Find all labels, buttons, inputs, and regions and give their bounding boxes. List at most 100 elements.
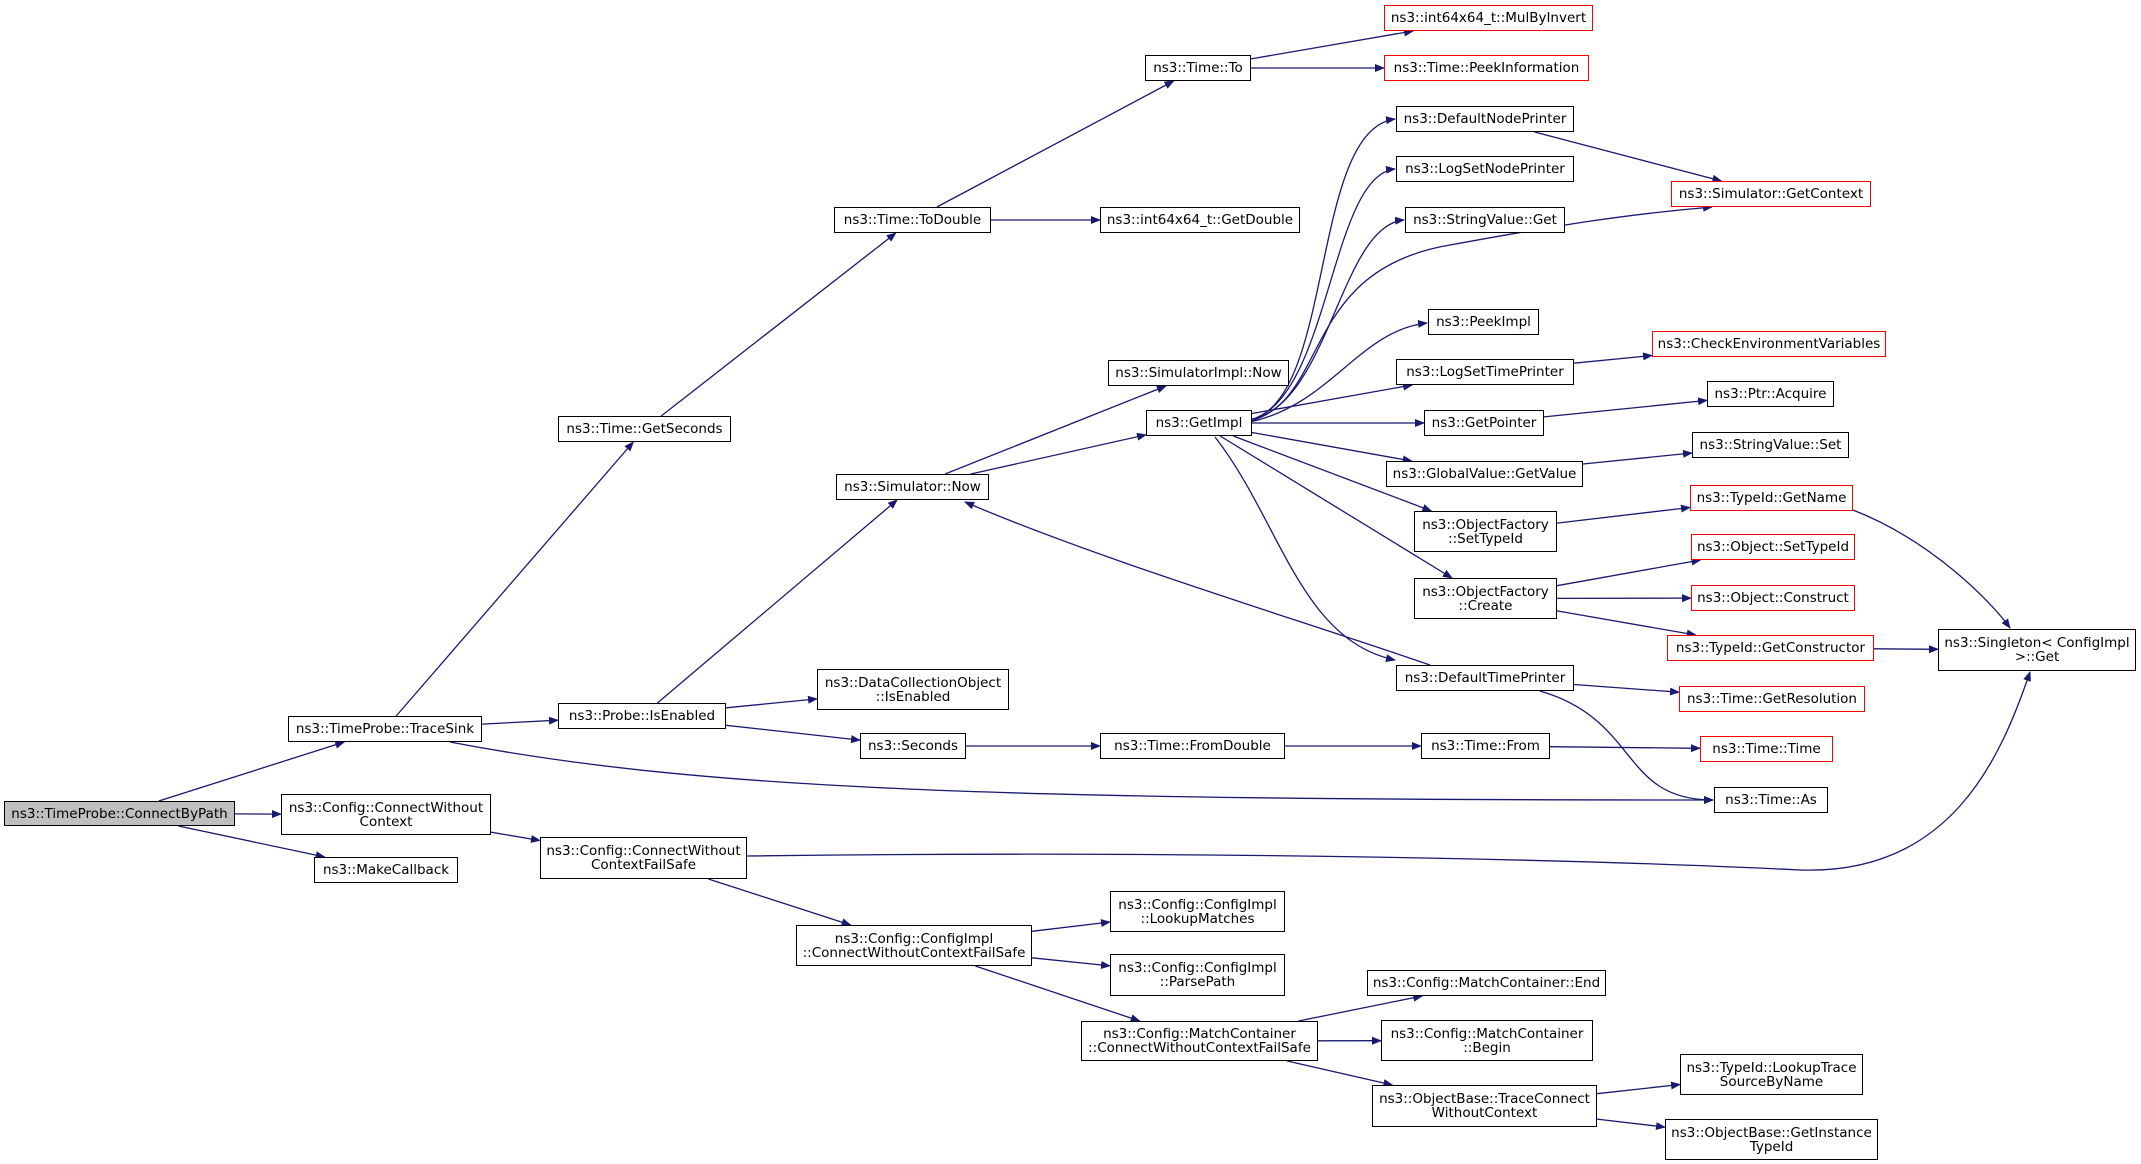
node-from[interactable]: ns3::Time::From — [1421, 733, 1550, 759]
node-label-line: ns3::PeekImpl — [1436, 314, 1531, 330]
edge-getimpl-to-gvgetvalue — [1251, 431, 1413, 464]
node-typeidgetname[interactable]: ns3::TypeId::GetName — [1690, 485, 1853, 511]
edge-simnow-to-simimplnow — [944, 385, 1167, 475]
edge-cwc-to-cwcfs — [490, 831, 541, 843]
node-label-line: ns3::Config::ConnectWithout — [288, 799, 484, 816]
edge-cicwcfs-to-cilookup — [1031, 919, 1111, 932]
node-label-line: ns3::Time::FromDouble — [1114, 738, 1271, 754]
edge-cicwcfs-to-mccwcfs — [975, 965, 1141, 1022]
node-label-line: ns3::CheckEnvironmentVariables — [1657, 336, 1881, 352]
node-seconds[interactable]: ns3::Seconds — [860, 733, 966, 759]
edge-simnow-to-getimpl — [970, 432, 1147, 475]
node-label-line: ns3::Object::SetTypeId — [1696, 539, 1850, 555]
node-getdouble[interactable]: ns3::int64x64_t::GetDouble — [1100, 207, 1300, 233]
edge-todouble-to-to — [936, 80, 1175, 208]
node-defnodeprinter[interactable]: ns3::DefaultNodePrinter — [1396, 106, 1574, 132]
edge-typeidgetname-to-singletonget — [1852, 509, 2011, 629]
node-label-line: ns3::ObjectFactory — [1422, 516, 1549, 533]
node-label-line: ns3::Config::ConnectWithout — [546, 843, 741, 859]
edge-tracesink-to-isenabled — [481, 716, 559, 725]
node-label-line: ns3::Probe::IsEnabled — [568, 708, 716, 724]
node-singletonget[interactable]: ns3::Singleton< ConfigImpl >::Get — [1938, 629, 2136, 671]
node-label-line: ns3::DataCollectionObject — [824, 674, 1002, 691]
edge-getimpl-to-ofsettypeid — [1233, 435, 1433, 512]
node-typeidgetctor[interactable]: ns3::TypeId::GetConstructor — [1667, 635, 1874, 661]
node-objsettypeid[interactable]: ns3::Object::SetTypeId — [1691, 534, 1855, 560]
node-getseconds[interactable]: ns3::Time::GetSeconds — [558, 416, 731, 442]
node-ciparse[interactable]: ns3::Config::ConfigImpl::ParsePath — [1110, 954, 1285, 996]
node-ofsettypeid[interactable]: ns3::ObjectFactory::SetTypeId — [1414, 511, 1557, 552]
edge-getimpl-to-deftimeprinter — [1214, 436, 1396, 663]
node-label-line: Context — [359, 813, 413, 830]
node-mcbegin[interactable]: ns3::Config::MatchContainer::Begin — [1381, 1020, 1593, 1061]
node-label-line: ns3::Config::MatchContainer::End — [1372, 975, 1601, 991]
edge-getimpl-to-defnodeprinter — [1249, 116, 1396, 421]
node-label-line: ns3::Ptr::Acquire — [1714, 386, 1827, 402]
edge-cwcfs-to-cicwcfs — [708, 878, 852, 927]
node-todouble[interactable]: ns3::Time::ToDouble — [834, 207, 991, 233]
node-timegetres[interactable]: ns3::Time::GetResolution — [1679, 686, 1865, 712]
edge-mccwcfs-to-mcend — [1298, 993, 1424, 1022]
node-objconstruct[interactable]: ns3::Object::Construct — [1691, 585, 1855, 611]
node-stringvalueset[interactable]: ns3::StringValue::Set — [1692, 432, 1849, 458]
edge-deftimeprinter-to-simnow — [964, 501, 1431, 666]
edge-getseconds-to-todouble — [660, 232, 897, 417]
node-label-line: ::IsEnabled — [875, 688, 951, 705]
node-label-line: ns3::TimeProbe::TraceSink — [295, 721, 475, 737]
node-getimpl[interactable]: ns3::GetImpl — [1146, 410, 1252, 436]
node-label-line: ns3::Seconds — [868, 738, 958, 754]
node-simnow[interactable]: ns3::Simulator::Now — [836, 474, 989, 500]
node-label-line: ns3::Time::To — [1153, 60, 1243, 76]
node-peekimpl[interactable]: ns3::PeekImpl — [1428, 309, 1539, 335]
node-tracesink[interactable]: ns3::TimeProbe::TraceSink — [288, 716, 482, 742]
node-isenabled[interactable]: ns3::Probe::IsEnabled — [558, 703, 726, 729]
node-label-line: ns3::StringValue::Get — [1413, 212, 1557, 228]
node-label-line: ::ParsePath — [1159, 974, 1236, 990]
node-label-line: ::Create — [1458, 597, 1513, 614]
node-as[interactable]: ns3::Time::As — [1714, 787, 1828, 813]
node-deftimeprinter[interactable]: ns3::DefaultTimePrinter — [1396, 665, 1574, 691]
node-mcend[interactable]: ns3::Config::MatchContainer::End — [1367, 970, 1606, 996]
node-makecb[interactable]: ns3::MakeCallback — [314, 857, 458, 883]
node-stringvalueget[interactable]: ns3::StringValue::Get — [1405, 207, 1565, 233]
node-getpointer[interactable]: ns3::GetPointer — [1424, 410, 1544, 436]
node-label-line: ns3::TypeId::GetConstructor — [1675, 640, 1866, 656]
node-cilookup[interactable]: ns3::Config::ConfigImpl::LookupMatches — [1110, 891, 1285, 932]
edge-obtrace-to-obgetinst — [1596, 1118, 1666, 1131]
node-mulbyinvert[interactable]: ns3::int64x64_t::MulByInvert — [1384, 5, 1593, 31]
node-logsettimeprinter[interactable]: ns3::LogSetTimePrinter — [1396, 359, 1574, 385]
node-peekinfo[interactable]: ns3::Time::PeekInformation — [1384, 55, 1589, 81]
node-simimplnow[interactable]: ns3::SimulatorImpl::Now — [1108, 360, 1289, 386]
node-label-line: ns3::Object::Construct — [1697, 590, 1849, 606]
node-label-line: ns3::MakeCallback — [322, 862, 450, 878]
node-checkenv[interactable]: ns3::CheckEnvironmentVariables — [1652, 331, 1886, 357]
node-mccwcfs[interactable]: ns3::Config::MatchContainer::ConnectWith… — [1081, 1021, 1318, 1061]
node-cicwcfs[interactable]: ns3::Config::ConfigImpl::ConnectWithoutC… — [796, 925, 1032, 966]
node-label-line: ns3::GetImpl — [1155, 415, 1243, 431]
node-ptracquire[interactable]: ns3::Ptr::Acquire — [1707, 381, 1834, 407]
node-label-line: ns3::TimeProbe::ConnectByPath — [11, 805, 228, 822]
node-timetime[interactable]: ns3::Time::Time — [1700, 736, 1833, 762]
edge-mccwcfs-to-obtrace — [1287, 1060, 1394, 1087]
node-ofcreate[interactable]: ns3::ObjectFactory::Create — [1414, 578, 1557, 619]
node-label-line: ::ConnectWithoutContextFailSafe — [802, 944, 1026, 961]
node-dcoisenabled[interactable]: ns3::DataCollectionObject::IsEnabled — [817, 669, 1009, 710]
node-fromdouble[interactable]: ns3::Time::FromDouble — [1100, 733, 1285, 759]
node-label-line: SourceByName — [1719, 1073, 1824, 1090]
edge-getpointer-to-ptracquire — [1543, 397, 1708, 418]
node-label-line: ns3::Config::ConfigImpl — [1118, 896, 1277, 913]
node-label-line: ns3::int64x64_t::GetDouble — [1106, 212, 1294, 228]
node-gvgetvalue[interactable]: ns3::GlobalValue::GetValue — [1386, 461, 1583, 487]
node-label-line: ContextFailSafe — [590, 857, 697, 873]
node-label-line: ns3::ObjectBase::GetInstance — [1671, 1124, 1872, 1141]
node-logsetnodeprinter[interactable]: ns3::LogSetNodePrinter — [1396, 156, 1574, 182]
node-label-line: ns3::Simulator::Now — [844, 479, 981, 495]
node-label-line: ns3::SimulatorImpl::Now — [1115, 365, 1282, 381]
node-simgetcontext[interactable]: ns3::Simulator::GetContext — [1671, 181, 1871, 207]
node-to[interactable]: ns3::Time::To — [1145, 55, 1251, 81]
